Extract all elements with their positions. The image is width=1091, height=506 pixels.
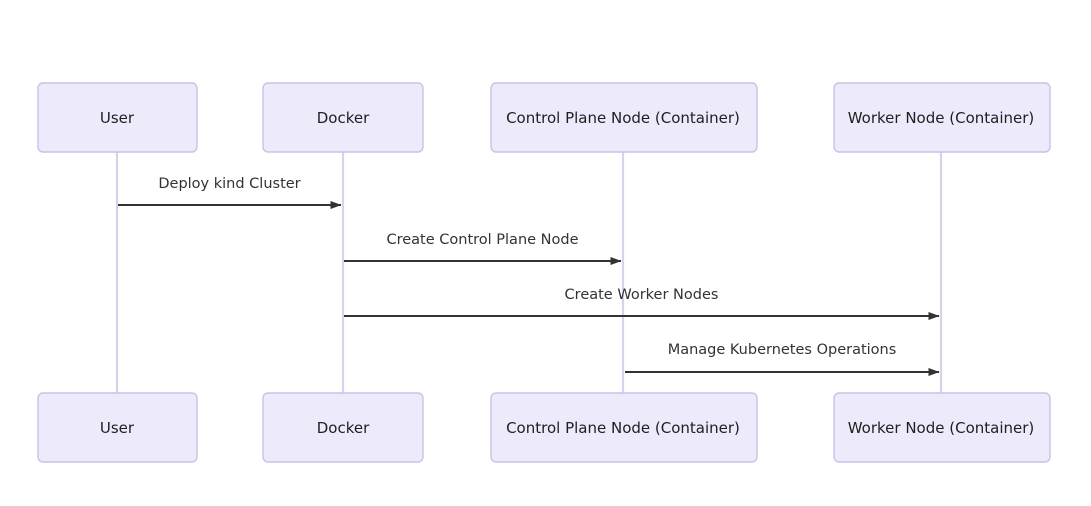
message-label-2: Create Control Plane Node	[386, 232, 578, 248]
bottom-actor-box-worker[interactable]	[833, 392, 1051, 463]
top-actor-label-user: User	[100, 109, 135, 127]
top-actor-box-worker[interactable]	[833, 82, 1051, 153]
top-actor-box-docker[interactable]	[262, 82, 424, 153]
bottom-actor-box-docker[interactable]	[262, 392, 424, 463]
bottom-actor-label-control_plane: Control Plane Node (Container)	[506, 419, 740, 437]
bottom-actor-boxes-group: User Docker Control Plane Node (Container)…	[37, 392, 1051, 463]
lifelines-group	[115, 152, 943, 393]
top-actor-box-user[interactable]	[37, 82, 198, 153]
message-label-4: Manage Kubernetes Operations	[668, 342, 897, 358]
top-actor-label-docker: Docker	[317, 109, 370, 127]
bottom-actor-box-user[interactable]	[37, 392, 198, 463]
top-actor-box-control_plane[interactable]	[490, 82, 758, 153]
bottom-actor-label-user: User	[100, 419, 135, 437]
top-actor-label-control_plane: Control Plane Node (Container)	[506, 109, 740, 127]
bottom-actor-label-worker: Worker Node (Container)	[848, 419, 1035, 437]
bottom-actor-box-control_plane[interactable]	[490, 392, 758, 463]
top-actor-boxes-group: User Docker Control Plane Node (Container)…	[37, 82, 1051, 153]
top-actor-label-worker: Worker Node (Container)	[848, 109, 1035, 127]
bottom-actor-label-docker: Docker	[317, 419, 370, 437]
message-label-3: Create Worker Nodes	[565, 287, 719, 303]
message-label-1: Deploy kind Cluster	[158, 176, 300, 192]
